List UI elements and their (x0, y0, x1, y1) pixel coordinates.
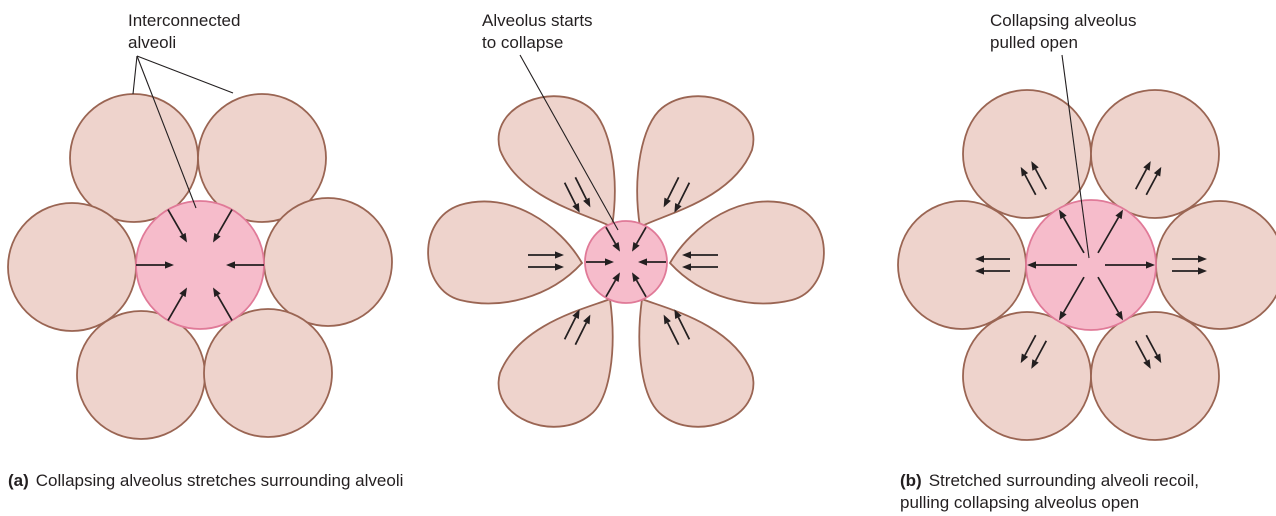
stretched-alveolus (427, 200, 584, 305)
force-arrow (563, 309, 580, 340)
stretched-alveolus (636, 95, 755, 229)
diagram-alveolus-pulled-open (897, 89, 1276, 441)
force-arrow (213, 209, 233, 243)
force-arrow (167, 209, 187, 243)
label-collapsing-pulled-line2: pulled open (990, 33, 1078, 52)
force-arrow (1059, 276, 1085, 321)
force-arrow (663, 314, 680, 346)
stretched-alveolus (497, 297, 614, 428)
collapsing-alveolus (584, 220, 668, 304)
force-arrow (167, 287, 187, 321)
reopened-alveolus (1025, 199, 1157, 331)
force-arrow (1059, 209, 1085, 254)
label-interconnected-alveoli-line1: Interconnected (128, 11, 240, 30)
alveolus (1090, 89, 1220, 219)
force-arrow (528, 251, 564, 259)
leader-line-pulled-open (1061, 54, 1090, 259)
leader-lines-interconnected (132, 55, 234, 209)
force-arrow (975, 267, 1010, 275)
force-arrow (1134, 161, 1151, 190)
force-arrow (1020, 334, 1037, 364)
force-arrow (632, 272, 647, 298)
force-arrow (136, 261, 174, 269)
force-arrow (1097, 209, 1123, 254)
caption-a: (a) Collapsing alveolus stretches surroun… (8, 471, 403, 490)
alveolus (197, 93, 327, 223)
force-arrow (213, 287, 233, 321)
force-arrow (682, 263, 718, 271)
force-arrow (1031, 161, 1048, 190)
caption-a-text: Collapsing alveolus stretches surroundin… (36, 471, 404, 490)
force-arrow (1172, 255, 1207, 263)
force-arrow (674, 182, 691, 213)
force-arrow (563, 182, 580, 213)
caption-b-text-line1: Stretched surrounding alveoli recoil, (929, 471, 1199, 490)
force-arrow (605, 226, 620, 252)
force-arrow (1134, 340, 1151, 369)
force-arrow (1145, 334, 1162, 364)
force-arrow (1027, 261, 1077, 269)
force-arrow (586, 258, 614, 266)
force-arrow (1020, 166, 1037, 196)
force-arrow (638, 258, 666, 266)
stretched-alveolus (638, 297, 755, 428)
force-arrow (1172, 267, 1207, 275)
force-arrow (528, 263, 564, 271)
caption-b-line1: (b) Stretched surrounding alveoli recoil, (900, 471, 1199, 490)
alveolus (7, 202, 137, 332)
alveolus (962, 311, 1092, 441)
leader-line-collapse (519, 54, 619, 231)
force-arrow (663, 176, 680, 208)
inward-arrows-a1 (136, 209, 264, 321)
alveolus (69, 93, 199, 223)
force-arrow (605, 272, 620, 298)
alveolus (897, 200, 1027, 330)
label-alveolus-starts-line1: Alveolus starts (482, 11, 593, 30)
diagram-interconnected-alveoli (7, 93, 393, 440)
stretched-alveolus (497, 95, 616, 229)
alveolus (76, 310, 206, 440)
alveolus (263, 197, 393, 327)
force-arrow (574, 314, 591, 346)
label-collapsing-pulled-line1: Collapsing alveolus (990, 11, 1136, 30)
alveolus (962, 89, 1092, 219)
force-arrow (975, 255, 1010, 263)
force-arrow (1105, 261, 1155, 269)
force-arrow (1097, 276, 1123, 321)
diagram-alveolus-collapsing (427, 95, 825, 428)
force-arrow (682, 251, 718, 259)
label-alveolus-starts-line2: to collapse (482, 33, 563, 52)
force-arrow (574, 176, 591, 208)
arrows-a2 (528, 176, 718, 346)
force-arrow (1031, 340, 1048, 369)
caption-b-line2: pulling collapsing alveolus open (900, 493, 1139, 512)
force-arrow (632, 226, 647, 252)
label-interconnected-alveoli-line2: alveoli (128, 33, 176, 52)
arrows-b (975, 161, 1207, 369)
caption-a-letter: (a) (8, 471, 29, 490)
alveolus (1155, 200, 1276, 330)
alveolus (1090, 311, 1220, 441)
force-arrow (226, 261, 264, 269)
alveolus (203, 308, 333, 438)
stretched-alveolus (668, 200, 825, 305)
caption-b-letter: (b) (900, 471, 922, 490)
force-arrow (1145, 166, 1162, 196)
force-arrow (674, 309, 691, 340)
